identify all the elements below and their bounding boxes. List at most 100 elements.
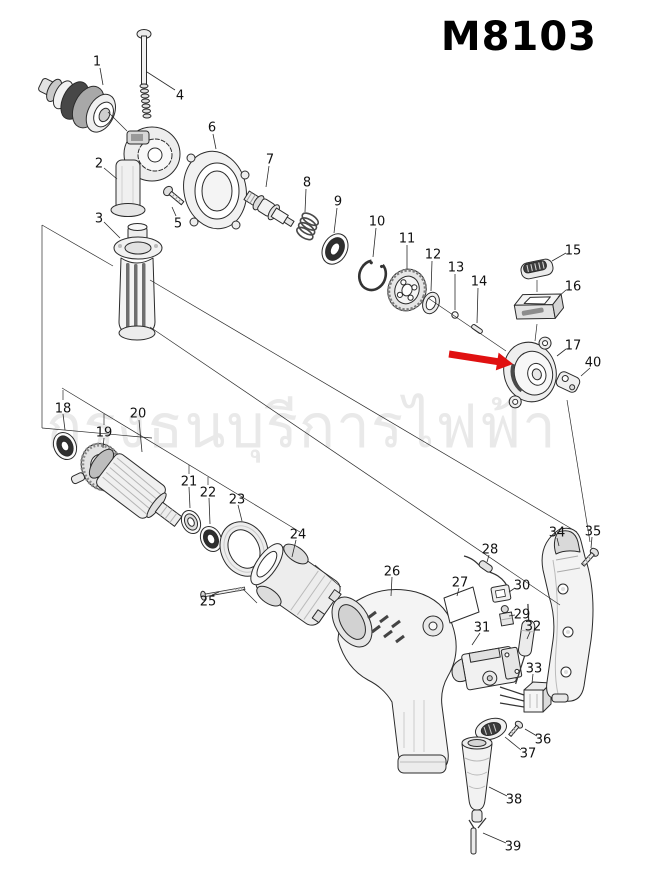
part-label-27: 27: [452, 576, 469, 591]
part-label-11: 11: [399, 232, 416, 247]
part-label-3: 3: [95, 212, 103, 227]
part-label-18: 18: [55, 402, 72, 417]
part-17-bearing-box: [503, 336, 557, 409]
leader-line-36: [524, 728, 538, 737]
leader-line-14: [476, 287, 479, 324]
leader-line-17: [556, 348, 567, 357]
model-title: M8103: [440, 14, 597, 60]
part-16-switch-housing: [513, 293, 565, 320]
construction-line: [242, 588, 258, 604]
part-39-cord: [468, 817, 487, 855]
part-30-switch-block: [490, 584, 512, 603]
part-10-retaining-ring: [358, 259, 388, 292]
part-14-pin: [471, 324, 483, 334]
leader-line-26: [390, 576, 393, 597]
part-37-cap-plate: [474, 717, 508, 741]
construction-line: [149, 326, 561, 606]
part-label-15: 15: [565, 244, 582, 259]
leader-line-29: [508, 614, 516, 617]
leader-line-30: [508, 587, 516, 593]
leader-line-16: [557, 289, 567, 298]
leader-line-24: [291, 539, 297, 558]
part-12-washer: [422, 291, 440, 315]
leader-line-2: [103, 167, 118, 180]
leader-line-40: [580, 367, 591, 377]
leader-line-1: [99, 67, 104, 86]
part-label-29: 29: [514, 608, 531, 623]
part-label-23: 23: [229, 493, 246, 508]
construction-line: [149, 279, 578, 533]
part-label-10: 10: [369, 215, 386, 230]
leader-line-37: [504, 736, 522, 751]
leader-line-28: [486, 554, 490, 563]
part-11-gear: [387, 268, 427, 312]
part-label-26: 26: [384, 565, 401, 580]
part-36-screw: [508, 720, 524, 737]
leader-line-19: [102, 437, 105, 449]
part-label-35: 35: [585, 525, 602, 540]
leader-line-27: [456, 587, 460, 597]
leader-line-4: [146, 71, 176, 91]
leader-line-39: [482, 832, 507, 844]
construction-line: [41, 224, 114, 267]
part-3-side-handle: [113, 223, 163, 341]
part-6-gearbox-cover: [183, 150, 250, 230]
leader-line-32: [526, 631, 531, 640]
part-label-8: 8: [303, 176, 311, 191]
part-28-lead-wire: [463, 555, 509, 589]
construction-line: [61, 387, 301, 533]
part-13-ball: [451, 311, 459, 319]
part-label-39: 39: [505, 840, 522, 855]
leader-line-35: [590, 536, 593, 549]
leader-line-3: [103, 221, 121, 239]
part-21-bearing: [180, 509, 202, 535]
part-7-spindle: [243, 190, 295, 227]
leader-line-23: [237, 504, 243, 522]
construction-line: [314, 564, 342, 588]
part-18-bearing: [52, 431, 78, 461]
part-22-bearing: [199, 525, 223, 553]
part-label-7: 7: [266, 153, 274, 168]
leader-line-22: [208, 497, 211, 525]
part-label-19: 19: [96, 426, 113, 441]
part-label-40: 40: [585, 356, 602, 371]
leader-line-15: [551, 252, 567, 262]
part-34-handle-cover: [541, 527, 594, 703]
part-2-gear-housing: [110, 126, 181, 217]
part-9-bearing: [321, 233, 349, 265]
part-label-9: 9: [334, 195, 342, 210]
part-label-2: 2: [95, 157, 103, 172]
part-4-screw: [136, 29, 152, 119]
construction-line: [534, 323, 538, 342]
part-31-trigger-switch: [451, 646, 523, 691]
part-label-24: 24: [290, 528, 307, 543]
watermark-text: กรุงธนบุรีการไฟฟ้า: [46, 392, 557, 462]
part-5-screw: [163, 185, 185, 206]
leader-line-8: [304, 188, 307, 213]
part-label-31: 31: [474, 621, 491, 636]
part-label-32: 32: [525, 620, 542, 635]
part-label-1: 1: [93, 55, 101, 70]
leader-line-34: [556, 537, 560, 547]
leader-line-18: [62, 413, 66, 431]
part-label-25: 25: [200, 595, 217, 610]
part-25-screw: [200, 586, 246, 601]
part-40-plate: [555, 371, 581, 393]
parts-drawings: [38, 29, 599, 855]
part-label-38: 38: [506, 793, 523, 808]
leader-line-6: [212, 133, 217, 150]
construction-line: [41, 427, 153, 439]
part-38-cord-guard: [461, 736, 493, 823]
leader-line-12: [430, 260, 433, 292]
part-label-12: 12: [425, 248, 442, 263]
part-label-33: 33: [526, 662, 543, 677]
leader-line-38: [488, 786, 508, 797]
leader-line-21: [188, 486, 191, 509]
part-label-17: 17: [565, 339, 582, 354]
construction-line: [427, 297, 507, 352]
construction-line: [107, 111, 128, 132]
part-8-spring: [296, 212, 320, 241]
